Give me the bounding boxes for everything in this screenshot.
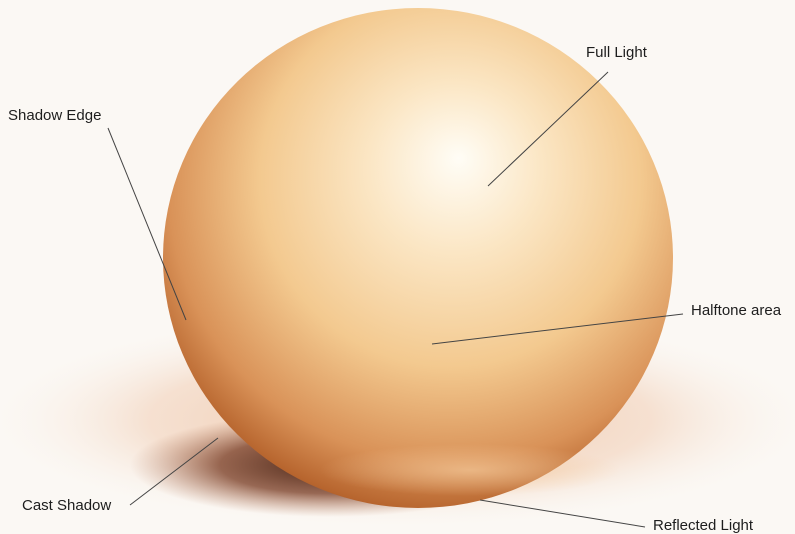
cast-shadow-label: Cast Shadow	[22, 497, 111, 515]
shadow-edge-label: Shadow Edge	[8, 107, 101, 125]
full-light-label: Full Light	[586, 44, 647, 62]
halftone-area-label: Halftone area	[691, 302, 781, 320]
reflected-light-label: Reflected Light	[653, 517, 753, 534]
reflected-light-area	[320, 444, 620, 496]
